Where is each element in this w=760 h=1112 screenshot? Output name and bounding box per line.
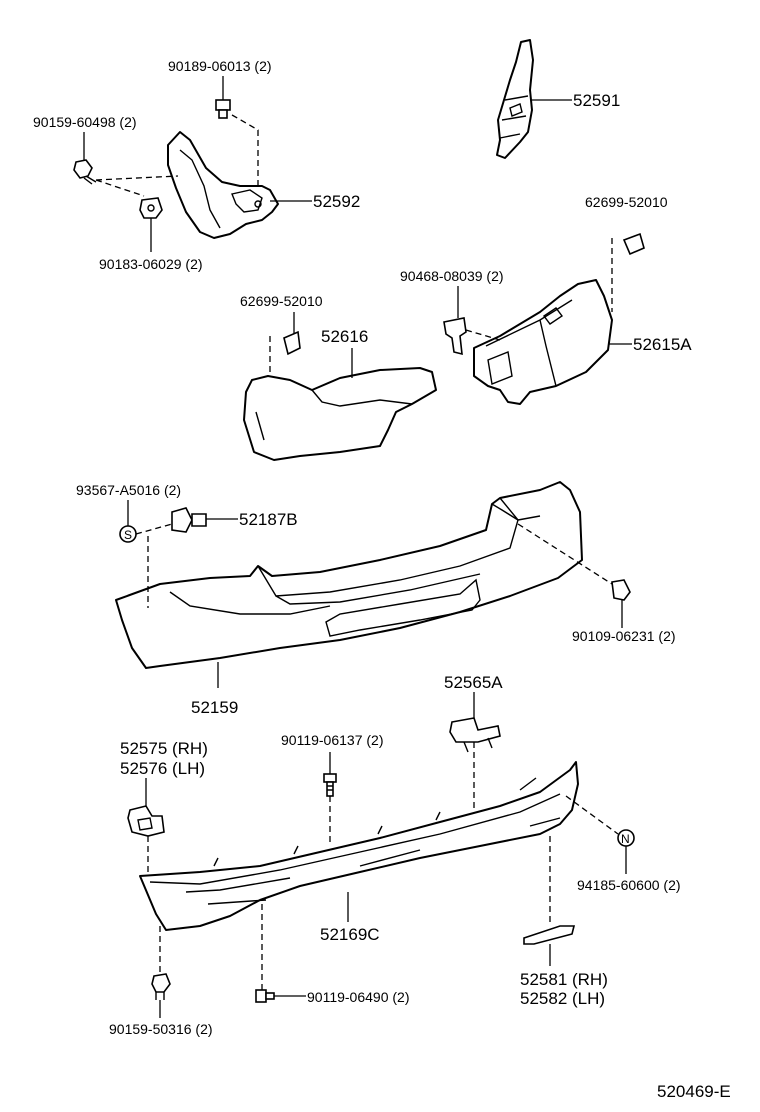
part-52616-retainer[interactable] [243,367,437,461]
callout-90468: 90468-08039 (2) [400,268,504,284]
callout-52169c: 52169C [320,925,380,944]
dash-90159a [95,175,179,197]
callout-52592: 52592 [313,192,360,211]
part-52159-bumper-cover[interactable] [115,481,583,669]
retainer-52575[interactable] [127,805,165,837]
clip-90468[interactable] [443,317,467,356]
screw-90159a[interactable] [73,159,97,185]
seal-52581[interactable] [523,925,576,945]
clip-90183[interactable] [139,197,163,219]
dash-90468 [465,329,501,341]
screw-90109[interactable] [611,579,631,601]
callout-52581: 52581 (RH) [520,970,608,989]
dash-90109 [517,523,613,585]
callout-52591: 52591 [573,91,620,110]
callout-94185: 94185-60600 (2) [577,877,681,893]
marker-s[interactable]: S [119,525,137,543]
callout-90189: 90189-06013 (2) [168,58,272,74]
bolt-90119b[interactable] [255,989,275,1003]
marker-n[interactable]: N [617,829,635,847]
callout-90159a: 90159-60498 (2) [33,114,137,130]
diagram-id: 520469-E [657,1082,731,1101]
callout-52615a: 52615A [633,335,692,354]
callout-90109: 90109-06231 (2) [572,628,676,644]
part-52592-mudguard[interactable] [167,131,279,239]
callout-52159: 52159 [191,698,238,717]
callout-90119a: 90119-06137 (2) [281,732,383,748]
part-52615a-retainer[interactable] [473,279,613,405]
bolt-90119a[interactable] [323,773,337,797]
dash-93567 [135,523,173,608]
dash-90189 [231,114,259,186]
callout-52565a: 52565A [444,673,503,692]
screw-90159b[interactable] [151,973,171,1000]
callout-52576: 52576 (LH) [120,759,205,778]
callout-52187b: 52187B [239,510,298,529]
grommet-52187b[interactable] [171,507,207,533]
callout-52616: 52616 [321,327,368,346]
dash-94185 [565,795,619,835]
part-52591-bracket[interactable] [496,39,534,159]
marker-s-letter: S [124,528,132,542]
callout-52575: 52575 (RH) [120,739,208,758]
screw-90189[interactable] [215,99,231,119]
callout-62699-right: 62699-52010 [585,194,668,210]
callout-52582: 52582 (LH) [520,989,605,1008]
callout-90119b: 90119-06490 (2) [307,989,409,1005]
bracket-52565a[interactable] [449,717,501,753]
pad-62699-right[interactable] [622,232,645,256]
part-52169c-skirt[interactable] [139,761,579,931]
callout-93567: 93567-A5016 (2) [76,482,181,498]
callout-62699-left: 62699-52010 [240,293,323,309]
callout-90183: 90183-06029 (2) [99,256,203,272]
callout-90159b: 90159-50316 (2) [109,1021,213,1037]
pad-62699-left[interactable] [283,330,301,356]
marker-n-letter: N [621,832,630,846]
